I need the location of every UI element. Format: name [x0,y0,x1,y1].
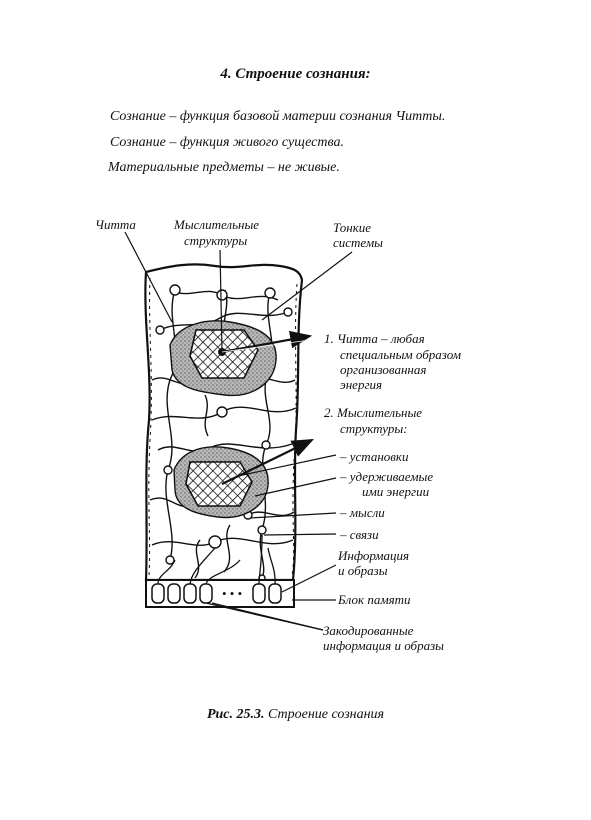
mental-structure-upper [169,320,277,397]
label-item1-line4: энергия [340,377,382,392]
mental-structure-lower [173,446,269,519]
arrow-lower [221,439,314,485]
label-item2-line1: 2. Мыслительные [324,405,422,420]
arrow-upper [221,330,313,354]
statement-2: Сознание – функция живого существа. [110,135,344,150]
label-item1-line3: организованная [340,362,426,377]
label-coded-2: информация и образы [323,638,444,653]
memory-block: • • • [145,534,295,608]
label-info-images-2: и образы [338,563,388,578]
label-thoughts: – мысли [339,505,385,520]
memory-ellipsis: • • • [222,586,242,601]
label-item1-line2: специальным образом [340,347,461,362]
label-item1-line1: 1. Читта – любая [324,331,425,346]
label-subtle-systems-1: Тонкие [333,220,371,235]
label-memory-block: Блок памяти [337,592,411,607]
label-item2-line2: структуры: [340,421,407,436]
section-heading: 4. Строение сознания: [220,66,371,82]
label-subtle-systems-2: системы [333,235,383,250]
label-coded-1: Закодированные [323,623,414,638]
label-settings: – установки [339,449,409,464]
leader-lines [124,231,353,631]
label-mental-structures-2: структуры [184,233,247,248]
label-mental-structures-1: Мыслительные [173,217,259,232]
statement-1: Сознание – функция базовой материи созна… [110,109,446,124]
label-chitta: Читта [95,217,136,232]
caption-text: Строение сознания [268,707,385,722]
label-info-images-1: Информация [337,548,409,563]
statement-3: Материальные предметы – не живые. [108,160,340,175]
caption-prefix: Рис. 25.3. [206,707,265,722]
figure-caption: Рис. 25.3. Строение сознания [0,707,591,723]
label-held-energies-1: – удерживаемые [339,469,433,484]
label-held-energies-2: ими энергии [362,484,430,499]
label-links: – связи [339,527,379,542]
